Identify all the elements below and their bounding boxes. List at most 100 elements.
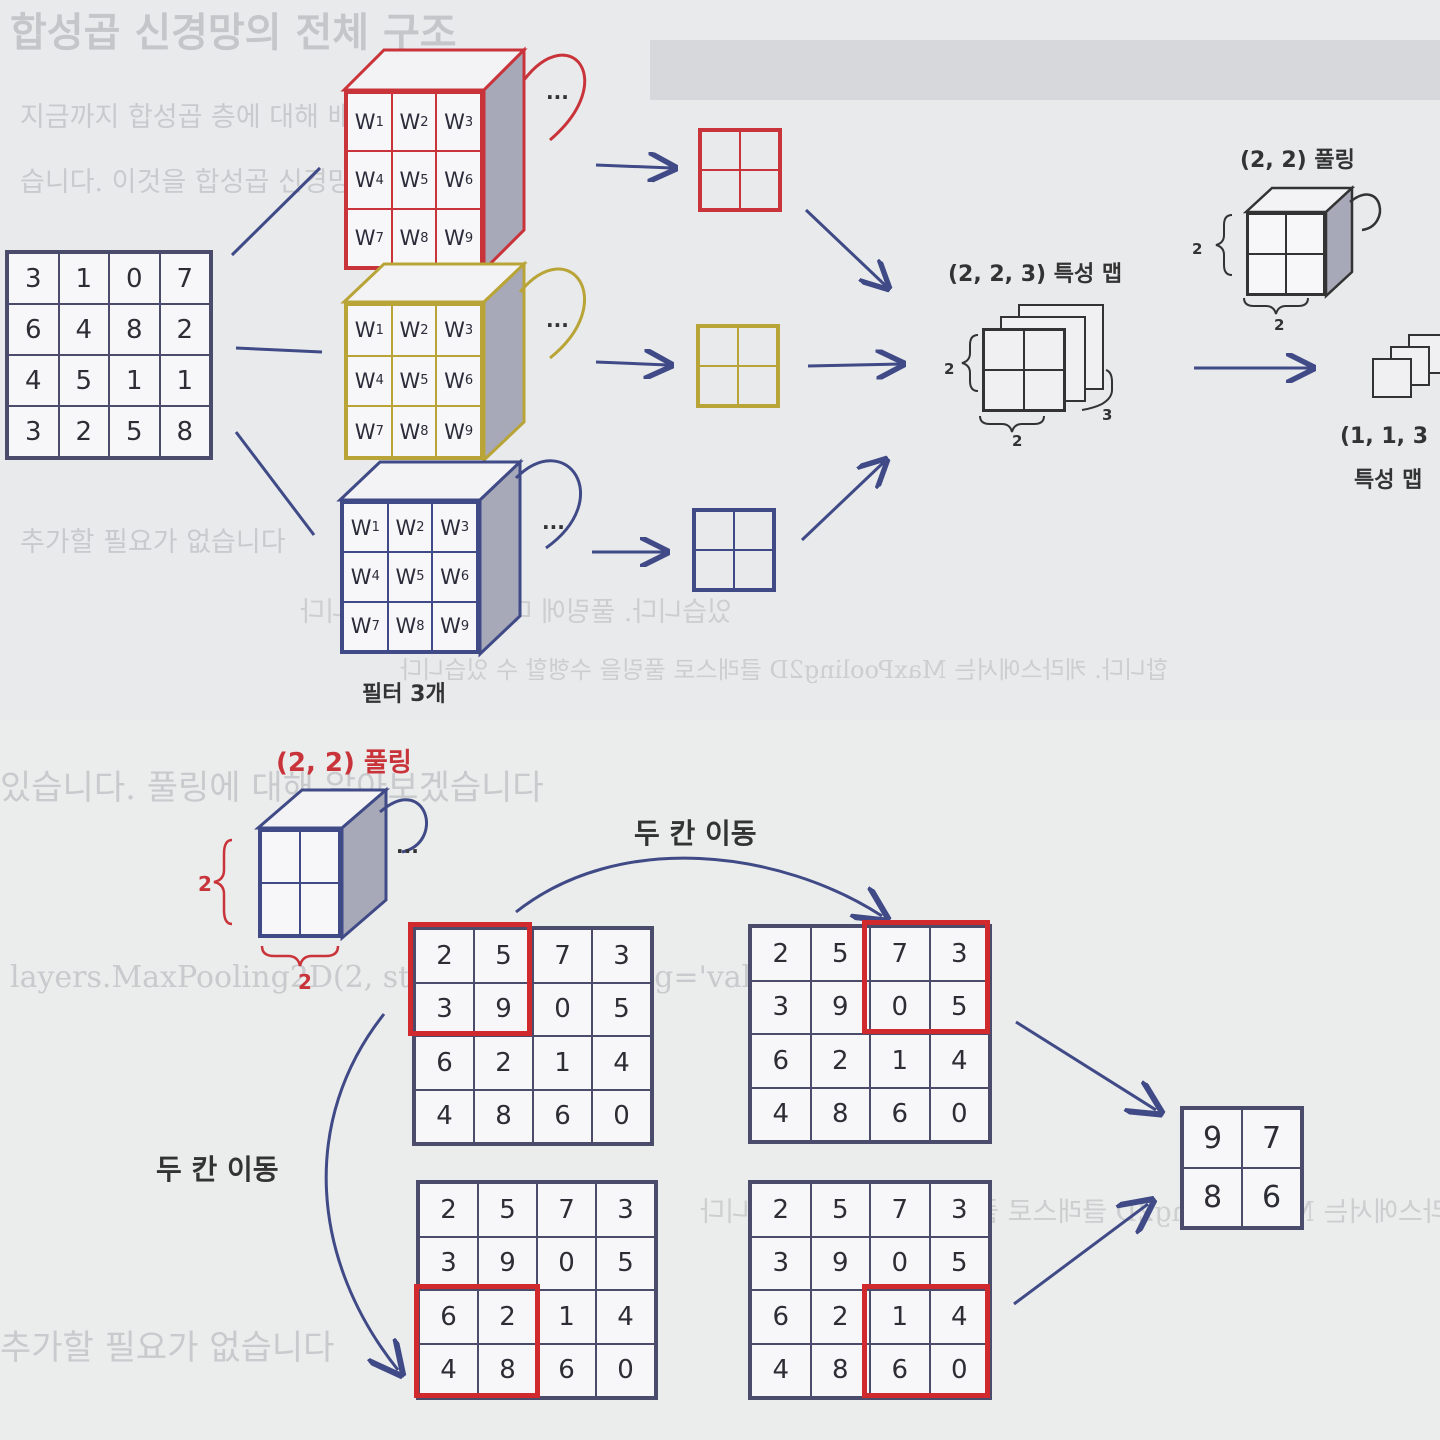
bg-text-line: 습니다. 이것을 합성곱 신경망 xyxy=(20,167,353,198)
feature-map-label: (2, 2, 3) 특성 맵 xyxy=(948,262,1123,287)
matrix-cell: 1 xyxy=(537,1290,596,1344)
matrix-cell: 6 xyxy=(751,1290,811,1344)
matrix-cell: 4 xyxy=(751,1343,811,1397)
pool-window-highlight xyxy=(414,1284,540,1398)
matrix-cell: 0 xyxy=(870,1236,930,1290)
matrix-cell: 9 xyxy=(478,1236,537,1290)
fm-dim-depth: 3 xyxy=(1102,406,1113,424)
arrow xyxy=(800,462,884,542)
matrix-cell: 2 xyxy=(474,1036,533,1090)
matrix-cell: 5 xyxy=(810,927,870,981)
matrix-cell: 6 xyxy=(533,1089,592,1143)
bg-heading: 합성곱 신경망의 전체 구조 xyxy=(10,9,457,56)
matrix-cell: 3 xyxy=(929,1183,989,1237)
fm-dim-width: 2 xyxy=(1012,432,1023,450)
result-label-2: 특성 맵 xyxy=(1354,468,1423,493)
matrix-cell: 5 xyxy=(592,982,651,1036)
arrow xyxy=(1015,1020,1156,1110)
bg-text-line: 추가할 필요가 없습니다 xyxy=(20,527,286,558)
matrix-cell: 2 xyxy=(415,929,474,983)
matrix-cell: 7 xyxy=(533,929,592,983)
matrix-cell: 2 xyxy=(810,1034,870,1088)
matrix-cell: 1 xyxy=(870,1290,930,1344)
move-down-arrow xyxy=(324,1013,398,1370)
matrix-cell: 5 xyxy=(929,1236,989,1290)
matrix-cell: 3 xyxy=(8,406,59,457)
connector-line xyxy=(235,346,323,354)
feature-map-red xyxy=(698,128,782,212)
bg-band xyxy=(650,40,1440,100)
matrix-cell: 7 xyxy=(1242,1109,1301,1168)
matrix-cell: 2 xyxy=(751,1183,811,1237)
bottom-panel: 있습니다. 풀링에 대해 알아보겠습니다 layers.MaxPooling2D… xyxy=(0,720,1440,1440)
move-right-arrow xyxy=(515,856,882,916)
pooling-window xyxy=(1246,212,1326,296)
pool-dim-height: 2 xyxy=(1192,240,1203,258)
pooling-cube-bottom: ... xyxy=(253,782,456,962)
move-right-label: 두 칸 이동 xyxy=(634,817,757,850)
matrix-cell: 4 xyxy=(596,1290,655,1344)
top-panel: 합성곱 신경망의 전체 구조 지금까지 합성곱 층에 대해 배웠습니다 습니다.… xyxy=(0,0,1440,720)
filter-dots: ... xyxy=(546,80,569,104)
filter-dots: ... xyxy=(542,510,565,534)
matrix-cell: 9 xyxy=(1183,1109,1242,1168)
matrix-cell: 0 xyxy=(596,1343,655,1397)
matrix-cell: 6 xyxy=(751,1034,811,1088)
matrix-cell: 8 xyxy=(474,1089,533,1143)
pool-window-highlight xyxy=(862,920,990,1034)
pool-window-highlight xyxy=(862,1284,990,1398)
matrix-cell: 6 xyxy=(870,1087,930,1141)
arrow xyxy=(807,364,900,366)
pooling-window xyxy=(258,828,342,938)
matrix-cell: 3 xyxy=(751,1236,811,1290)
matrix-cell: 5 xyxy=(58,355,109,406)
pool-dim-width: 2 xyxy=(1274,316,1285,334)
matrix-cell: 0 xyxy=(592,1089,651,1143)
matrix-cell: 4 xyxy=(592,1036,651,1090)
matrix-cell: 0 xyxy=(929,1087,989,1141)
feature-map-navy xyxy=(692,508,776,592)
matrix-cell: 4 xyxy=(58,304,109,355)
matrix-cell: 7 xyxy=(537,1183,596,1237)
arrow xyxy=(804,208,886,286)
matrix-cell: 0 xyxy=(109,253,160,304)
matrix-cell: 0 xyxy=(537,1236,596,1290)
matrix-cell: 3 xyxy=(592,929,651,983)
filters-label: 필터 3개 xyxy=(362,682,446,707)
matrix-cell: 5 xyxy=(474,929,533,983)
bg-text-line: 있습니다. 풀링에 대해 알아보겠습니다 xyxy=(0,768,544,808)
matrix-cell: 4 xyxy=(8,355,59,406)
matrix-cell: 2 xyxy=(159,304,210,355)
result-label: (1, 1, 3 xyxy=(1340,424,1429,449)
matrix-cell: 9 xyxy=(810,980,870,1034)
